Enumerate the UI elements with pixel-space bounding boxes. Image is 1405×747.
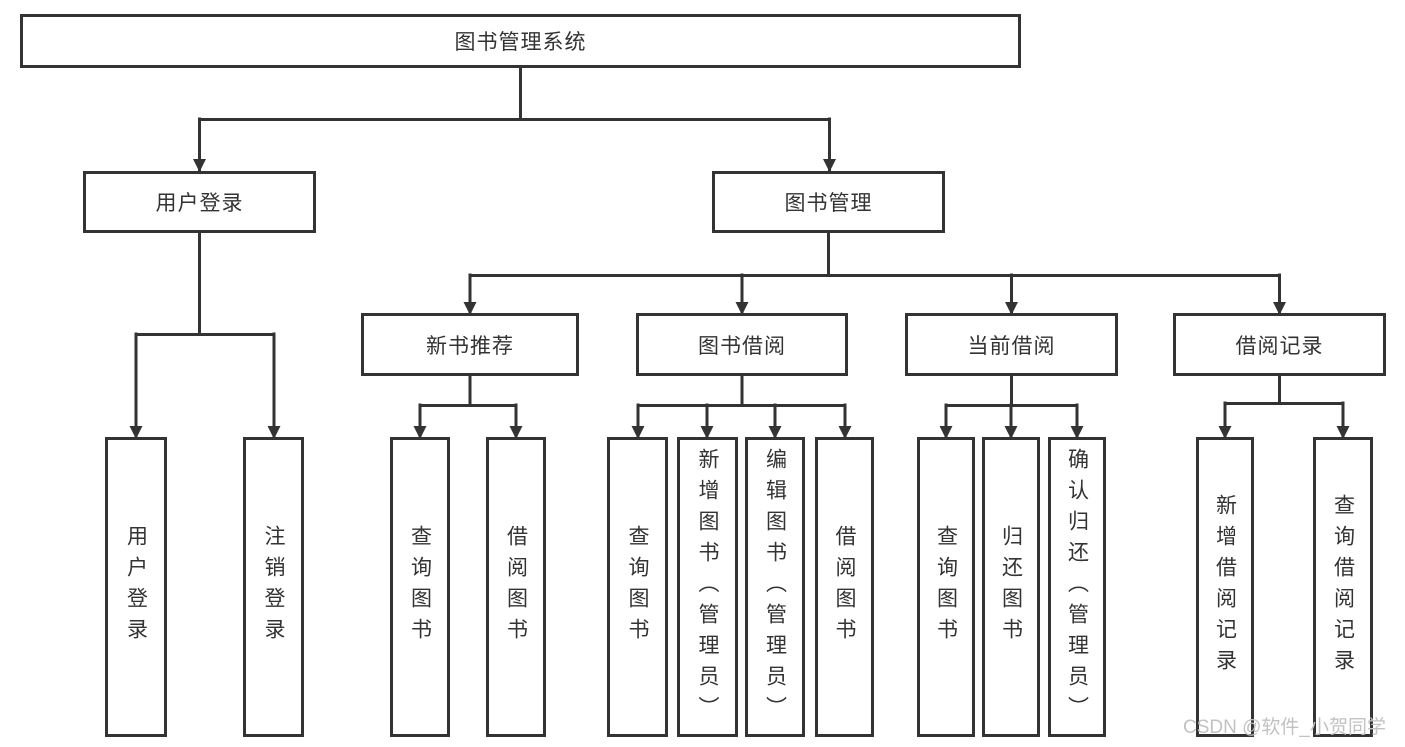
node-current-borrowing: 当前借阅 xyxy=(905,313,1118,376)
leaf-user-login: 用户登录 xyxy=(105,437,167,737)
node-library-system-label: 图书管理系统 xyxy=(454,31,587,54)
leaf-query-books-current-label: 查询图书 xyxy=(934,525,958,649)
node-book-management-label: 图书管理 xyxy=(784,192,873,215)
connector-book-management-to-level3 xyxy=(463,230,1286,315)
node-book-management: 图书管理 xyxy=(712,171,945,233)
leaf-edit-book-admin-label: 编辑图书（管理员） xyxy=(763,447,787,727)
leaf-query-books-recommend: 查询图书 xyxy=(390,437,450,737)
leaf-query-books-recommend-label: 查询图书 xyxy=(408,525,432,649)
node-borrowing-records-label: 借阅记录 xyxy=(1235,334,1324,358)
node-borrowing-records: 借阅记录 xyxy=(1173,313,1386,376)
leaf-logout: 注销登录 xyxy=(243,437,304,737)
leaf-edit-book-admin: 编辑图书（管理员） xyxy=(745,437,805,737)
leaf-add-borrow-record-label: 新增借阅记录 xyxy=(1213,494,1237,680)
node-user-login: 用户登录 xyxy=(83,171,316,233)
node-current-borrowing-label: 当前借阅 xyxy=(967,334,1056,358)
node-book-borrowing-label: 图书借阅 xyxy=(698,334,786,358)
leaf-query-books-borrowing-label: 查询图书 xyxy=(626,525,649,649)
leaf-user-login-label: 用户登录 xyxy=(124,525,148,649)
connector-user-login-to-leaves xyxy=(129,230,281,439)
leaf-query-books-borrowing: 查询图书 xyxy=(607,437,668,737)
leaf-query-borrow-record-label: 查询借阅记录 xyxy=(1331,494,1355,680)
node-new-book-recommend: 新书推荐 xyxy=(361,313,579,376)
connector-borrowing-records-group xyxy=(1218,373,1350,439)
connector-book-borrowing-group xyxy=(631,373,852,439)
watermark: CSDN @软件_小贺同学 xyxy=(1183,717,1386,738)
connector-current-borrowing-group xyxy=(939,373,1084,439)
leaf-borrow-books-recommend: 借阅图书 xyxy=(486,437,546,737)
leaf-confirm-return-admin-label: 确认归还（管理员） xyxy=(1065,447,1089,727)
node-user-login-label: 用户登录 xyxy=(155,192,244,215)
leaf-add-borrow-record: 新增借阅记录 xyxy=(1196,437,1254,737)
connector-root-to-level2 xyxy=(193,65,836,172)
leaf-logout-label: 注销登录 xyxy=(262,525,285,649)
leaf-query-borrow-record: 查询借阅记录 xyxy=(1313,437,1373,737)
node-new-book-recommend-label: 新书推荐 xyxy=(426,334,514,358)
node-book-borrowing: 图书借阅 xyxy=(636,313,848,376)
leaf-return-book-label: 归还图书 xyxy=(999,525,1023,649)
leaf-borrow-books-borrowing-label: 借阅图书 xyxy=(833,525,856,649)
leaf-borrow-books-borrowing: 借阅图书 xyxy=(815,437,874,737)
leaf-return-book: 归还图书 xyxy=(982,437,1040,737)
leaf-add-book-admin: 新增图书（管理员） xyxy=(677,437,738,737)
connector-new-book-recommend-group xyxy=(413,373,523,439)
leaf-confirm-return-admin: 确认归还（管理员） xyxy=(1048,437,1106,737)
leaf-query-books-current: 查询图书 xyxy=(917,437,975,737)
leaf-borrow-books-recommend-label: 借阅图书 xyxy=(504,525,528,649)
node-library-system: 图书管理系统 xyxy=(20,14,1021,68)
leaf-add-book-admin-label: 新增图书（管理员） xyxy=(696,447,719,727)
